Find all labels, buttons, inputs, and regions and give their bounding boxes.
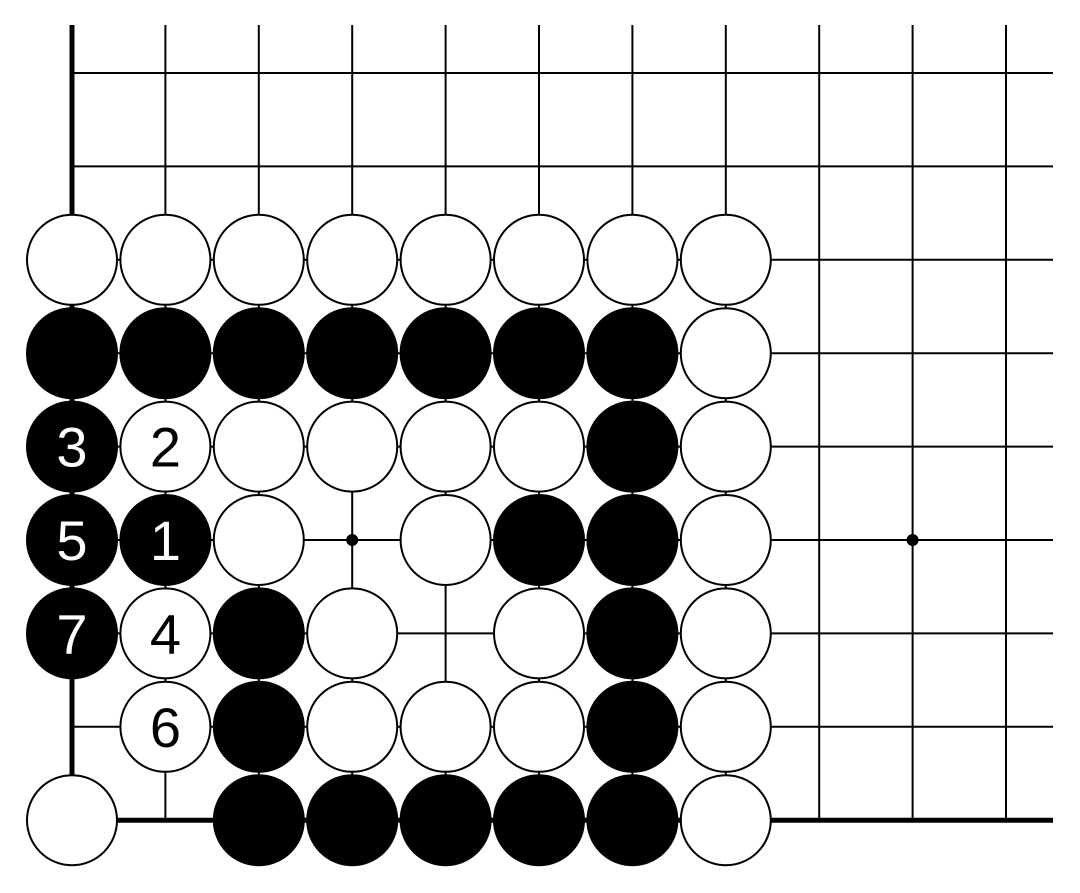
white-stone: [306, 587, 399, 680]
white-stone: [119, 213, 212, 306]
black-stone: [586, 587, 679, 680]
white-stone: [679, 587, 772, 680]
black-stone: [306, 307, 399, 400]
black-stone: [399, 307, 492, 400]
black-stone: [119, 307, 212, 400]
white-stone: [399, 400, 492, 493]
black-stone: [399, 774, 492, 867]
black-stone: [493, 774, 585, 867]
numbered-black-stone: 3: [26, 400, 118, 493]
white-stone: [493, 680, 585, 773]
move-number-label: 1: [150, 509, 181, 572]
white-stone: [679, 213, 772, 306]
move-number-label: 4: [150, 602, 181, 665]
white-stone: [679, 494, 772, 586]
white-stone: [493, 587, 585, 680]
black-stone: [26, 307, 118, 400]
black-stone: [212, 774, 305, 867]
white-stone: [679, 680, 772, 773]
numbered-white-stone: 4: [119, 587, 212, 680]
black-stone: [586, 680, 679, 773]
black-stone: [493, 494, 585, 586]
black-stone: [493, 307, 585, 400]
star-points: [346, 534, 919, 546]
white-stone: [586, 213, 679, 306]
move-number-label: 7: [56, 602, 87, 665]
black-stone: [586, 774, 679, 867]
white-stone: [399, 494, 492, 586]
white-stone: [306, 680, 399, 773]
star-point: [346, 534, 359, 546]
white-stone: [679, 400, 772, 493]
black-stone: [212, 307, 305, 400]
move-number-label: 5: [56, 509, 87, 572]
numbered-white-stone: 6: [119, 680, 212, 773]
white-stone: [679, 774, 772, 867]
star-point: [906, 534, 919, 546]
move-number-label: 6: [150, 696, 181, 759]
white-stone: [306, 400, 399, 493]
white-stone: [493, 213, 585, 306]
white-stone: [493, 400, 585, 493]
black-stone: [586, 400, 679, 493]
numbered-black-stone: 1: [119, 494, 212, 586]
white-stone: [212, 213, 305, 306]
white-stone: [26, 774, 118, 867]
numbered-white-stone: 2: [119, 400, 212, 493]
black-stone: [586, 494, 679, 586]
white-stone: [679, 307, 772, 400]
white-stone: [306, 213, 399, 306]
move-number-label: 3: [56, 416, 87, 479]
white-stone: [399, 680, 492, 773]
black-stone: [306, 774, 399, 867]
numbered-black-stone: 5: [26, 494, 118, 586]
white-stone: [212, 494, 305, 586]
numbered-black-stone: 7: [26, 587, 118, 680]
black-stone: [212, 680, 305, 773]
white-stone: [26, 213, 118, 306]
black-stone: [212, 587, 305, 680]
white-stone: [399, 213, 492, 306]
black-stone: [586, 307, 679, 400]
white-stone: [212, 400, 305, 493]
move-number-label: 2: [150, 416, 181, 479]
